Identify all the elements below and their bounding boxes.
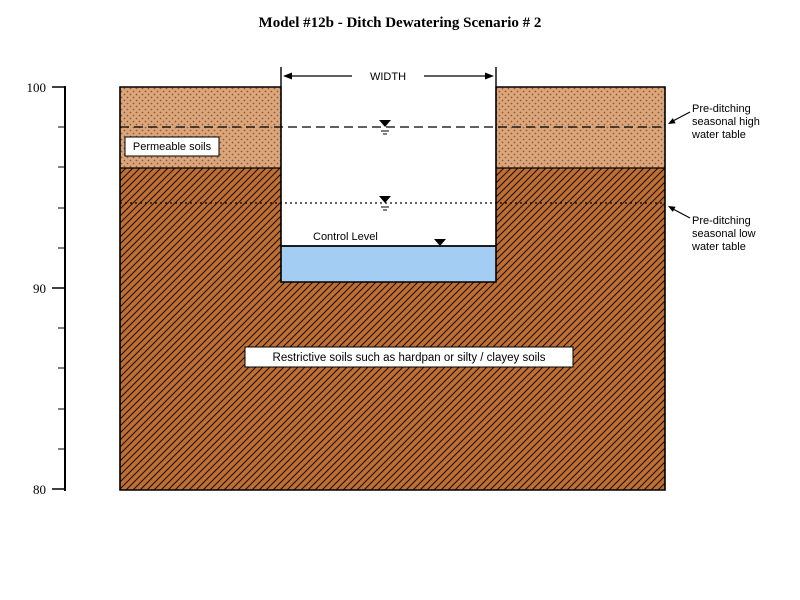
minor-ticks bbox=[58, 126, 65, 450]
ground-outline bbox=[119, 86, 666, 491]
low-water-table-text-line2: seasonal low bbox=[692, 228, 756, 240]
low-water-table-text-line3: water table bbox=[691, 241, 746, 253]
width-label: WIDTH bbox=[370, 71, 406, 83]
control-level-symbol-icon bbox=[434, 239, 446, 246]
high-water-table-symbol-icon bbox=[379, 120, 391, 135]
high-water-table-annotation: Pre-ditching seasonal high water table bbox=[668, 103, 760, 141]
arrow-right-icon bbox=[485, 72, 494, 80]
axis-tick-label-80: 80 bbox=[33, 482, 46, 497]
high-water-table-text-line3: water table bbox=[691, 129, 746, 141]
high-water-table-text-line1: Pre-ditching bbox=[692, 103, 751, 115]
elevation-axis: 100 90 80 bbox=[27, 80, 66, 497]
permeable-soils-label: Permeable soils bbox=[133, 141, 212, 153]
page-title: Model #12b - Ditch Dewatering Scenario #… bbox=[259, 15, 542, 31]
axis-tick-label-100: 100 bbox=[27, 80, 47, 95]
annotation-arrow-icon bbox=[668, 118, 676, 124]
width-dimension: WIDTH bbox=[280, 67, 497, 87]
high-water-table-text-line2: seasonal high bbox=[692, 116, 760, 128]
permeable-soils-label-box: Permeable soils bbox=[124, 136, 220, 157]
restrictive-soils-label: Restrictive soils such as hardpan or sil… bbox=[273, 352, 546, 364]
ditch-water bbox=[281, 246, 496, 282]
low-water-table-symbol-icon bbox=[379, 196, 391, 211]
restrictive-soils-label-box: Restrictive soils such as hardpan or sil… bbox=[244, 346, 574, 368]
control-level-label: Control Level bbox=[313, 231, 378, 243]
axis-tick-label-90: 90 bbox=[33, 281, 46, 296]
annotation-arrow-icon bbox=[668, 206, 676, 212]
low-water-table-text-line1: Pre-ditching bbox=[692, 215, 751, 227]
low-water-table-annotation: Pre-ditching seasonal low water table bbox=[668, 206, 756, 253]
arrow-left-icon bbox=[283, 72, 292, 80]
